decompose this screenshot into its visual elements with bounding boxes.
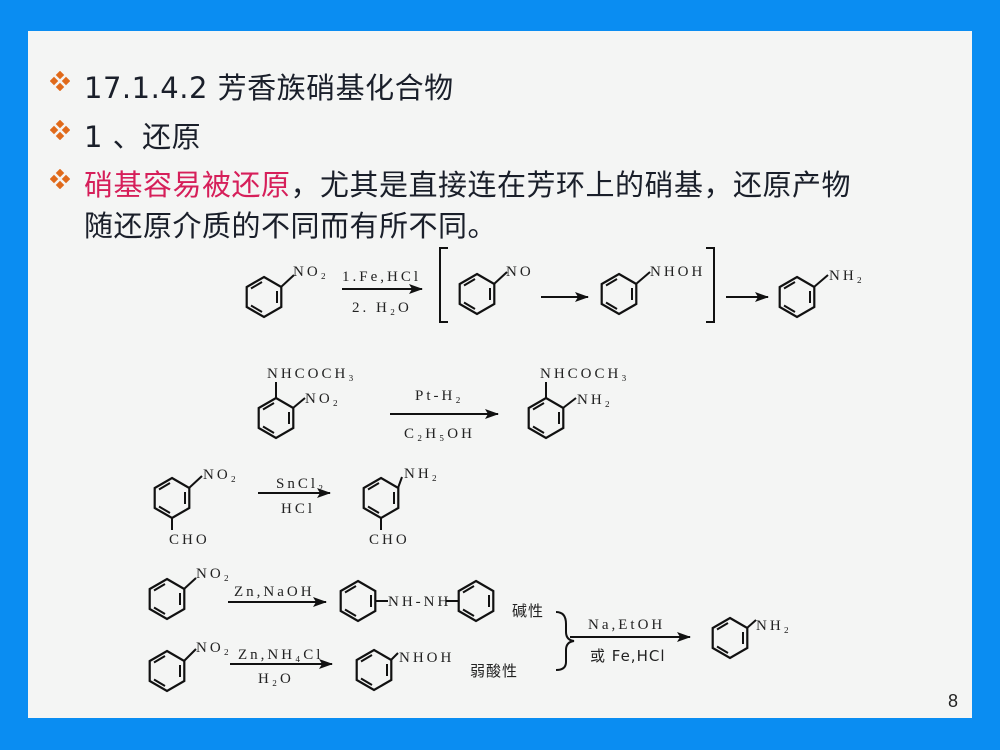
product-hydroxylamine-label: NHOH	[399, 650, 454, 666]
reagent-bottom: 或 Fe,HCl	[590, 647, 666, 665]
benzene-ring-icon	[148, 577, 186, 621]
reaction-2-catalytic-hydrogenation: NHCOCH₃ NO₂ Pt-H₂ C₂H₅OH NHCOCH₃ NH₂	[257, 366, 630, 442]
reagent-top: SnCl₂	[276, 476, 326, 492]
benzene-ring-icon	[153, 476, 191, 520]
benzene-ring-icon	[362, 476, 400, 520]
benzene-ring-icon	[458, 272, 496, 316]
highlight-text: 硝基容易被还原	[84, 168, 291, 202]
condition-weak-acid: 弱酸性	[470, 662, 518, 680]
diamond-bullet-icon	[50, 120, 70, 140]
description-line-2: 随还原介质的不同而有所不同。	[84, 209, 498, 243]
benzene-ring-icon	[245, 275, 283, 319]
reactant-sub2-label: NO₂	[305, 391, 341, 407]
reactant-label: NO₂	[196, 640, 232, 656]
benzene-ring-icon	[355, 648, 393, 692]
reactant-label: NO₂	[293, 264, 329, 280]
benzene-ring-icon	[600, 272, 638, 316]
product-aniline-label: NH₂	[829, 268, 865, 284]
reactant-label: NO₂	[196, 566, 232, 582]
description-text: ，尤其是直接连在芳环上的硝基，还原产物	[290, 168, 852, 202]
reagent-top: Zn,NaOH	[234, 584, 315, 600]
reagent-top: 1.Fe,HCl	[342, 269, 421, 285]
diamond-bullet-icon	[50, 169, 70, 189]
reactant-sub1-label: NO₂	[203, 467, 239, 483]
description-line-1: 硝基容易被还原，尤其是直接连在芳环上的硝基，还原产物	[84, 162, 851, 204]
subheading-reduction: 1 、还原	[84, 120, 202, 154]
benzene-ring-icon	[148, 649, 186, 693]
brace-icon	[555, 611, 575, 671]
product-sub2-label: CHO	[369, 532, 410, 548]
product-sub2-label: NH₂	[577, 392, 613, 408]
product-aniline-label: NH₂	[756, 618, 792, 634]
reaction-5-zinc-ammonium-chloride: NO₂ Zn,NH₄Cl H₂O NHOH 弱酸性	[148, 640, 518, 693]
reaction-3-stannous-chloride: NO₂ CHO SnCl₂ HCl NH₂ CHO	[153, 466, 440, 548]
condition-alkaline: 碱性	[512, 602, 544, 620]
benzene-ring-icon	[778, 275, 816, 319]
reagent-bottom: C₂H₅OH	[404, 426, 475, 442]
benzene-ring-icon	[339, 579, 377, 623]
benzene-ring-icon	[527, 396, 565, 440]
reagent-top: Pt-H₂	[415, 388, 464, 404]
benzene-ring-icon	[257, 396, 295, 440]
reagent-top: Zn,NH₄Cl	[238, 647, 323, 663]
reaction-6-further-reduction: Na,EtOH 或 Fe,HCl NH₂	[555, 611, 792, 671]
reagent-bottom: 2. H₂O	[352, 300, 412, 316]
reaction-4-zinc-alkaline: NO₂ Zn,NaOH NH-NH 碱性	[148, 566, 544, 623]
diamond-bullet-icon	[50, 71, 70, 91]
product-sub1-label: NHCOCH₃	[540, 366, 630, 382]
heading-section-title: 17.1.4.2 芳香族硝基化合物	[84, 71, 454, 105]
reagent-bottom: HCl	[281, 501, 315, 517]
benzene-ring-icon	[711, 616, 749, 660]
reagent-bottom: H₂O	[258, 671, 294, 687]
reactant-sub1-label: NHCOCH₃	[267, 366, 357, 382]
product-sub1-label: NH₂	[404, 466, 440, 482]
reagent-top: Na,EtOH	[588, 617, 665, 633]
reactant-sub2-label: CHO	[169, 532, 210, 548]
intermediate-hydroxylamine-label: NHOH	[650, 264, 705, 280]
benzene-ring-icon	[457, 579, 495, 623]
page-number: 8	[947, 691, 958, 711]
reaction-1-iron-reduction: NO₂ 1.Fe,HCl 2. H₂O NO NHOH NH₂	[245, 247, 865, 323]
product-hydrazobenzene-label: NH-NH	[388, 594, 451, 610]
intermediate-nitroso-label: NO	[506, 264, 534, 280]
